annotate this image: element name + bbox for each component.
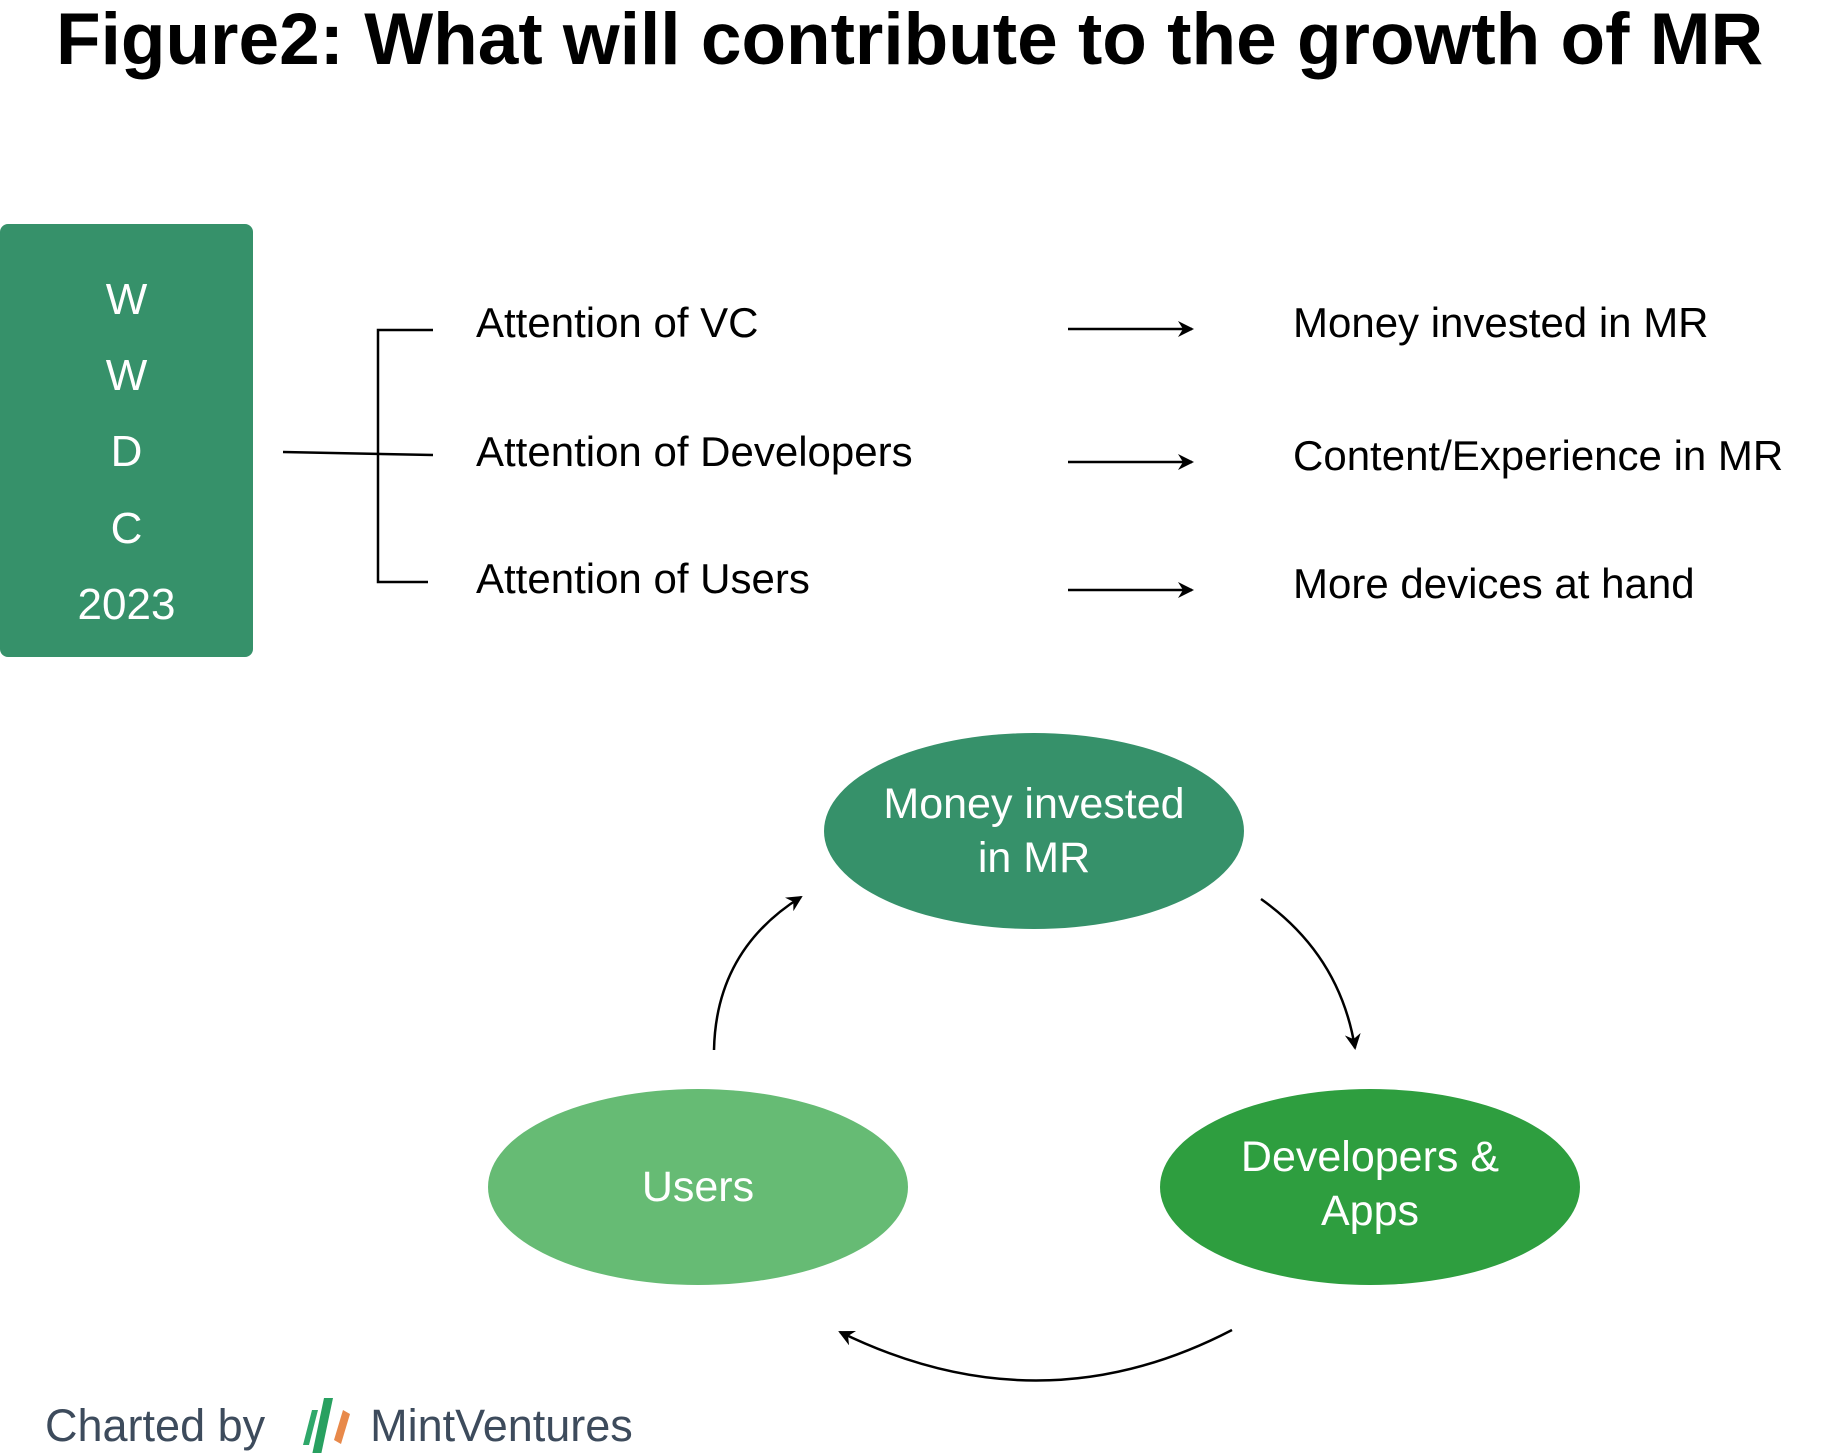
outcome-devices: More devices at hand bbox=[1293, 560, 1695, 607]
wwdc-2023-box: W W D C 2023 bbox=[0, 224, 253, 657]
box-year: 2023 bbox=[77, 580, 176, 629]
figure-title: Figure2: What will contribute to the gro… bbox=[56, 0, 1764, 80]
outcome-money: Money invested in MR bbox=[1293, 299, 1709, 346]
money-label: Money invested in MR bbox=[834, 777, 1234, 885]
money-label-line: Money invested bbox=[883, 780, 1185, 828]
ellipse-developers bbox=[1160, 1089, 1580, 1285]
cycle-arrow-developers-to-users bbox=[838, 1328, 1233, 1382]
footer-credit: Charted by MintVentures bbox=[45, 1398, 633, 1454]
developers-label-line: Developers & bbox=[1240, 1133, 1500, 1181]
cycle-arrow-money-to-developers bbox=[1260, 897, 1361, 1050]
attention-developers: Attention of Developers bbox=[476, 428, 913, 475]
footer-brand: MintVentures bbox=[370, 1400, 633, 1451]
box-letter: C bbox=[110, 504, 143, 553]
ellipse-money bbox=[824, 733, 1244, 929]
developers-label: Developers & Apps bbox=[1170, 1130, 1570, 1238]
money-label-line: in MR bbox=[977, 834, 1091, 882]
footer-prefix: Charted by bbox=[45, 1400, 266, 1451]
attention-vc: Attention of VC bbox=[476, 299, 759, 346]
box-letter: W bbox=[105, 351, 148, 400]
cycle-arrow-users-to-money bbox=[712, 895, 803, 1051]
ellipse-users bbox=[488, 1089, 908, 1285]
box-letter: D bbox=[110, 427, 143, 476]
mint-ventures-logo-icon bbox=[303, 1398, 350, 1453]
developers-label-line: Apps bbox=[1320, 1187, 1419, 1235]
attention-users: Attention of Users bbox=[476, 555, 810, 602]
users-label: Users bbox=[641, 1163, 755, 1211]
bracket bbox=[282, 328, 434, 584]
box-letter: W bbox=[105, 275, 148, 324]
outcome-content: Content/Experience in MR bbox=[1293, 432, 1784, 479]
